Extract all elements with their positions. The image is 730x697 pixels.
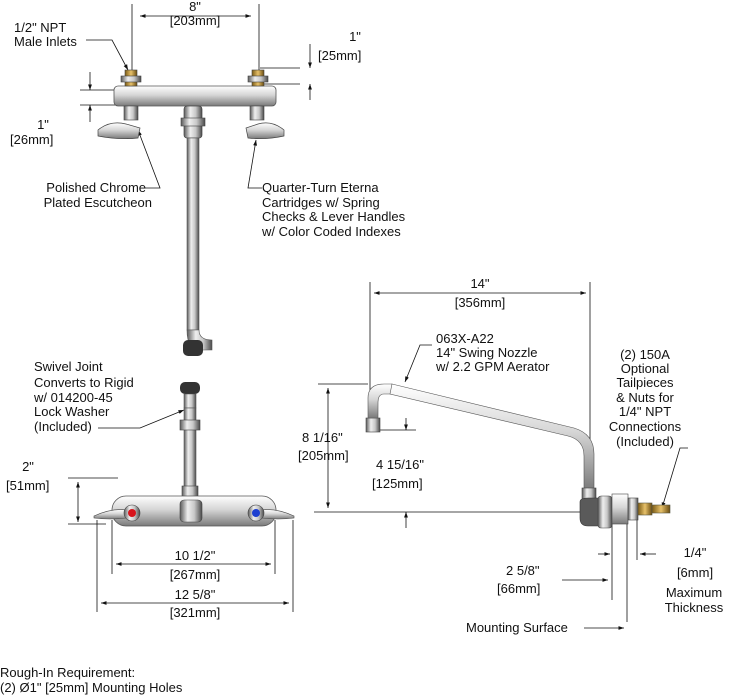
max-thickness-label-line2: Thickness bbox=[664, 600, 724, 615]
lever-handle-left bbox=[97, 105, 141, 140]
front-height-mm: [51mm] bbox=[6, 478, 50, 493]
cartridge-label-line3: Checks & Lever Handles bbox=[262, 209, 406, 224]
cartridge-label-line2: Cartridges w/ Spring bbox=[262, 195, 380, 210]
nozzle-desc-label: 14" Swing Nozzle bbox=[436, 345, 538, 360]
swing-nozzle-side bbox=[365, 383, 671, 529]
inlets-label-line2: Male Inlets bbox=[14, 34, 77, 49]
swivel-label-line4: Lock Washer bbox=[34, 404, 110, 419]
tailpiece-label-line1: (2) 150A bbox=[620, 347, 670, 362]
max-thickness-inches: 1/4" bbox=[683, 545, 707, 560]
tailpiece-label-line3: Tailpieces bbox=[616, 375, 674, 390]
centers-inches: 10 1/2" bbox=[174, 548, 216, 563]
front-height-inches: 2" bbox=[22, 459, 34, 474]
nozzle-model-label: 063X-A22 bbox=[436, 331, 494, 346]
cartridge-label-line1: Quarter-Turn Eterna bbox=[262, 180, 379, 195]
wall-offset-inches: 2 5/8" bbox=[506, 563, 540, 578]
rough-in-detail: (2) Ø1" [25mm] Mounting Holes bbox=[0, 680, 183, 695]
cartridge-label-line4: w/ Color Coded Indexes bbox=[262, 224, 401, 239]
nozzle-aerator-label: w/ 2.2 GPM Aerator bbox=[436, 359, 550, 374]
outlet-height-mm: [125mm] bbox=[372, 476, 423, 491]
hot-index-icon bbox=[128, 509, 136, 517]
handle-hot bbox=[93, 504, 141, 522]
width-inches: 8" bbox=[189, 0, 201, 14]
tailpiece-label-line5: 1/4" NPT bbox=[618, 404, 672, 419]
inlet-right bbox=[247, 69, 269, 87]
reach-inches: 14" bbox=[470, 276, 490, 291]
overall-width-inches: 12 5/8" bbox=[174, 587, 216, 602]
cartridge-offset-inches: 1" bbox=[349, 29, 361, 44]
lever-handle-right bbox=[245, 105, 285, 140]
cartridge-offset-mm: [25mm] bbox=[318, 48, 362, 63]
cold-index-icon bbox=[252, 509, 260, 517]
mounting-surface-label: Mounting Surface bbox=[466, 620, 568, 635]
swivel-label-line2: Converts to Rigid bbox=[34, 375, 134, 390]
tailpiece-label-line2: Optional bbox=[620, 361, 670, 376]
wall-offset-mm: [66mm] bbox=[497, 581, 541, 596]
escutcheon-label-line2: Plated Escutcheon bbox=[43, 195, 152, 210]
inlets-label-line1: 1/2" NPT bbox=[14, 20, 67, 35]
inlet-left bbox=[120, 69, 142, 87]
max-thickness-label-line1: Maximum bbox=[665, 585, 723, 600]
escutcheon-top bbox=[113, 85, 277, 107]
spout-top bbox=[180, 105, 213, 356]
width-mm: [203mm] bbox=[169, 13, 221, 28]
side-view bbox=[314, 282, 688, 630]
swivel-label-line3: w/ 014200-45 bbox=[34, 390, 113, 405]
spout-height-inches: 8 1/16" bbox=[302, 430, 343, 445]
spout-height-mm: [205mm] bbox=[298, 448, 349, 463]
escutcheon-height-inches: 1" bbox=[37, 117, 49, 132]
front-view bbox=[68, 382, 295, 612]
rough-in-title: Rough-In Requirement: bbox=[0, 665, 136, 680]
centers-mm: [267mm] bbox=[169, 567, 221, 582]
overall-width-mm: [321mm] bbox=[169, 605, 221, 620]
escutcheon-height-mm: [26mm] bbox=[10, 132, 54, 147]
tailpiece-label-line7: (Included) bbox=[616, 434, 674, 449]
handle-cold bbox=[247, 504, 295, 522]
max-thickness-mm: [6mm] bbox=[676, 565, 714, 580]
reach-mm: [356mm] bbox=[454, 295, 506, 310]
outlet-height-inches: 4 15/16" bbox=[376, 457, 424, 472]
swivel-label-line1: Swivel Joint bbox=[34, 359, 103, 374]
spout-front bbox=[179, 382, 201, 501]
top-view bbox=[80, 4, 312, 356]
tailpiece-label-line6: Connections bbox=[608, 419, 682, 434]
escutcheon-label-line1: Polished Chrome bbox=[46, 180, 146, 195]
tailpiece-label-line4: & Nuts for bbox=[616, 390, 674, 405]
swivel-label-line5: (Included) bbox=[34, 419, 92, 434]
